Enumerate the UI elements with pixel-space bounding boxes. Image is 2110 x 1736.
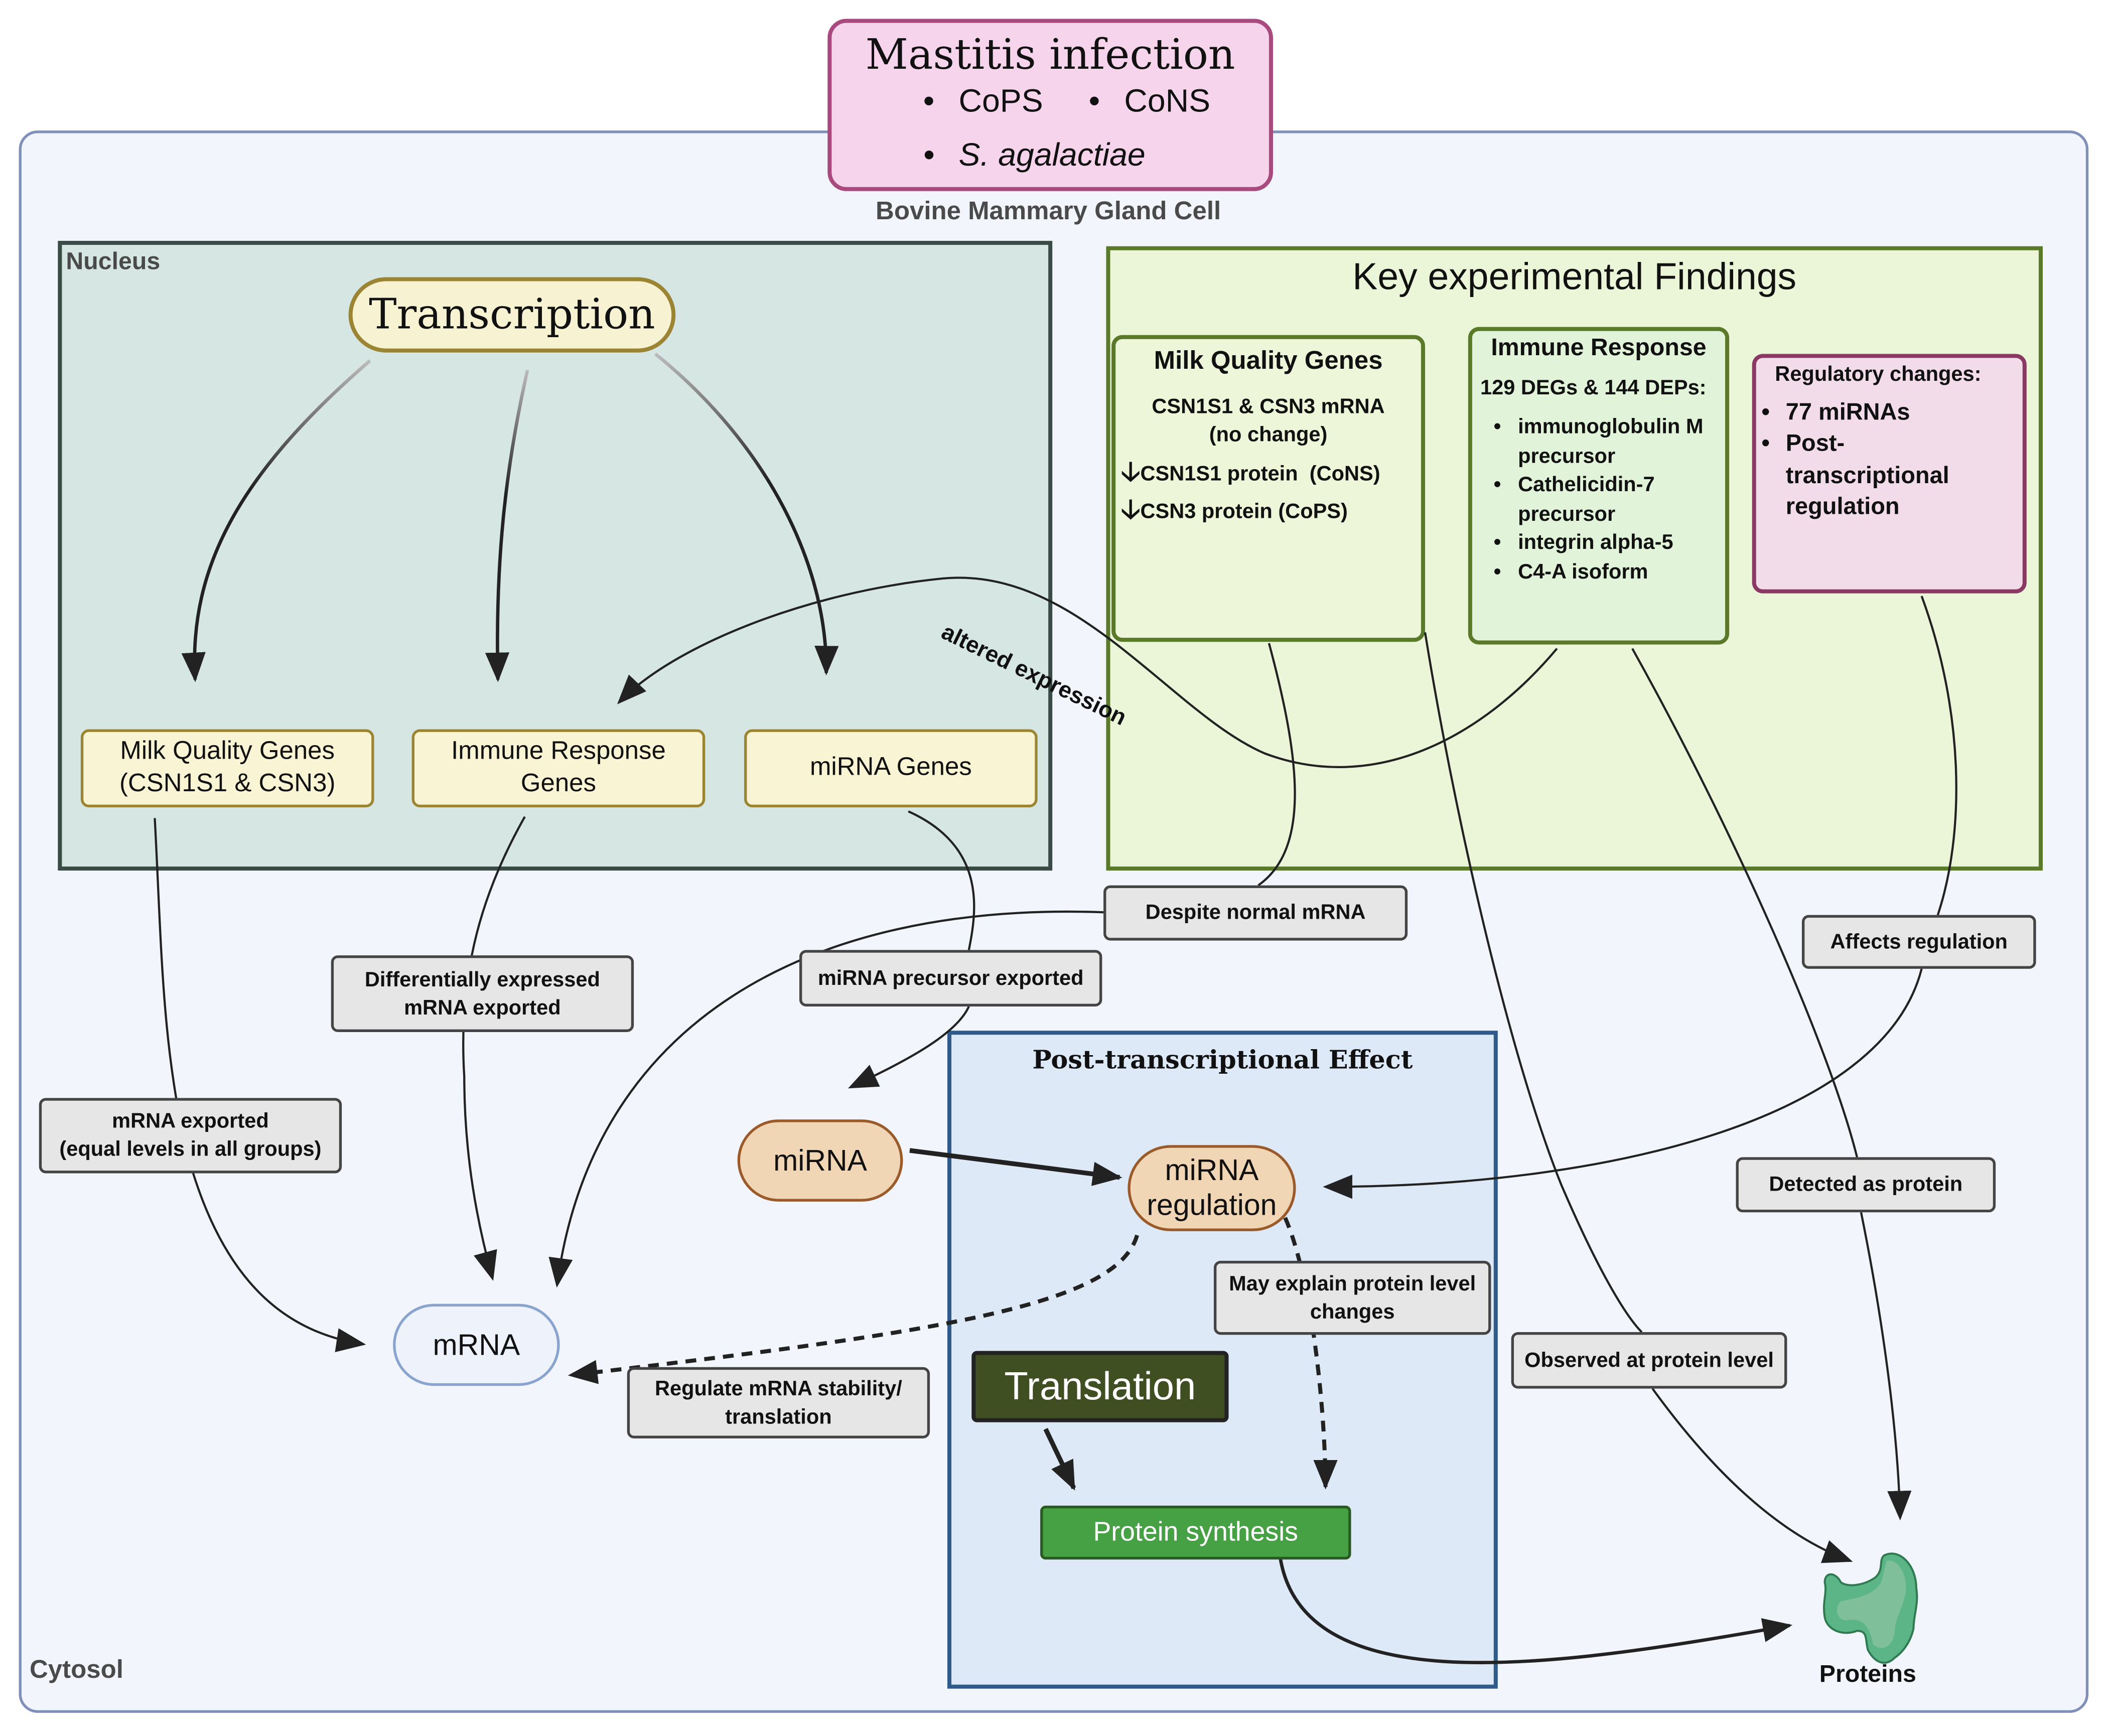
- milk-findings-title: Milk Quality Genes: [1154, 347, 1383, 376]
- milk-no-change: (no change): [1209, 423, 1328, 447]
- immune-findings-title: Immune Response: [1491, 334, 1707, 361]
- arrow-mirna-regulation: [909, 1148, 1122, 1186]
- arrow-synthesis-proteins: [1277, 1534, 1793, 1664]
- arrow-reg-mrna-dashed: [568, 1234, 1139, 1384]
- mirna-regulation-node: miRNA regulation: [1128, 1145, 1296, 1231]
- observed-protein-label: Observed at protein level: [1511, 1332, 1787, 1389]
- affects-regulation-label: Affects regulation: [1801, 915, 2036, 969]
- mastitis-box: Mastitis infection CoPS CoNS S. agalacti…: [827, 19, 1273, 191]
- milk-mrna-line: CSN1S1 & CSN3 mRNA: [1152, 395, 1385, 418]
- despite-normal-mrna-label: Despite normal mRNA: [1103, 885, 1408, 941]
- down-arrow-icon: 🡣: [1120, 457, 1141, 487]
- mirna-genes-node: miRNA Genes: [744, 729, 1038, 808]
- nucleus-label: Nucleus: [66, 247, 161, 275]
- arrow-mirnagene-mirna: [851, 810, 975, 1087]
- csn3-protein-line: CSN3 protein (CoPS): [1140, 500, 1348, 524]
- mirna-node: miRNA: [737, 1119, 903, 1202]
- immune-item: Cathelicidin-7 precursor: [1488, 471, 1717, 529]
- mrna-exported-label: mRNA exported (equal levels in all group…: [39, 1098, 342, 1174]
- regulate-mrna-label: Regulate mRNA stability/ translation: [627, 1367, 930, 1438]
- arrow-milkbox-proteins: [1424, 632, 1850, 1560]
- arrow-altered-expression: [617, 576, 1558, 769]
- mrna-node: mRNA: [393, 1304, 560, 1386]
- proteins-label: Proteins: [1819, 1660, 1916, 1687]
- arrow-transcription-mirna: [654, 352, 839, 676]
- translation-node: Translation: [971, 1351, 1229, 1422]
- arrow-despite-mrna: [548, 910, 1104, 1288]
- post-transcriptional-title: Post-transcriptional Effect: [1032, 1045, 1413, 1075]
- milk-quality-genes-node: Milk Quality Genes (CSN1S1 & CSN3): [80, 729, 374, 808]
- milk-quality-findings: Milk Quality Genes CSN1S1 & CSN3 mRNA (n…: [1111, 335, 1426, 642]
- arrow-reg-protein-dashed: [1283, 1217, 1338, 1490]
- transcription-node: Transcription: [348, 277, 676, 353]
- mirna-precursor-label: miRNA precursor exported: [799, 950, 1102, 1006]
- down-arrow-icon: 🡣: [1120, 495, 1141, 525]
- differentially-expressed-label: Differentially expressed mRNA exported: [331, 955, 634, 1032]
- arrow-transcription-immune: [485, 369, 529, 682]
- may-explain-label: May explain protein level changes: [1213, 1260, 1491, 1335]
- line-milkbox-despite: [1257, 643, 1296, 887]
- immune-item: C4-A isoform: [1488, 558, 1717, 587]
- bullet-cons: CoNS: [1089, 83, 1210, 121]
- regulatory-item: 77 miRNAs: [1756, 396, 2023, 428]
- protein-icon: [1822, 1552, 1918, 1664]
- protein-synthesis-node: Protein synthesis: [1040, 1505, 1351, 1560]
- cytosol-label: Cytosol: [29, 1656, 123, 1685]
- mastitis-title: Mastitis infection: [865, 31, 1235, 80]
- immune-degs: 129 DEGs & 144 DEPs:: [1480, 376, 1707, 399]
- arrow-translation-synthesis: [1043, 1428, 1076, 1491]
- regulatory-item: Post-transcriptional regulation: [1756, 428, 1988, 523]
- arrow-regulatory-mirnareg: [1326, 596, 1957, 1187]
- key-findings-title: Key experimental Findings: [1352, 255, 1797, 298]
- arrow-immune-mrna: [462, 816, 526, 1281]
- csn1s1-protein-line: CSN1S1 protein (CoNS): [1140, 462, 1380, 485]
- bullet-cops: CoPS: [923, 83, 1043, 121]
- immune-item: immunoglobulin M precursor: [1488, 413, 1717, 471]
- cell-label: Bovine Mammary Gland Cell: [876, 198, 1221, 226]
- arrow-milk-mrna: [154, 818, 366, 1353]
- regulatory-findings: Regulatory changes: 77 miRNAs Post-trans…: [1752, 354, 2027, 594]
- bullet-s-agalactiae: S. agalactiae: [923, 137, 1146, 175]
- detected-as-protein-label: Detected as protein: [1736, 1157, 1996, 1213]
- immune-response-genes-node: Immune Response Genes: [411, 729, 706, 808]
- regulatory-title: Regulatory changes:: [1775, 363, 1982, 386]
- arrow-transcription-milk: [181, 359, 371, 682]
- arrow-immunebox-proteins: [1631, 648, 1900, 1518]
- immune-item: integrin alpha-5: [1488, 529, 1717, 558]
- immune-response-findings: Immune Response 129 DEGs & 144 DEPs: imm…: [1468, 327, 1730, 645]
